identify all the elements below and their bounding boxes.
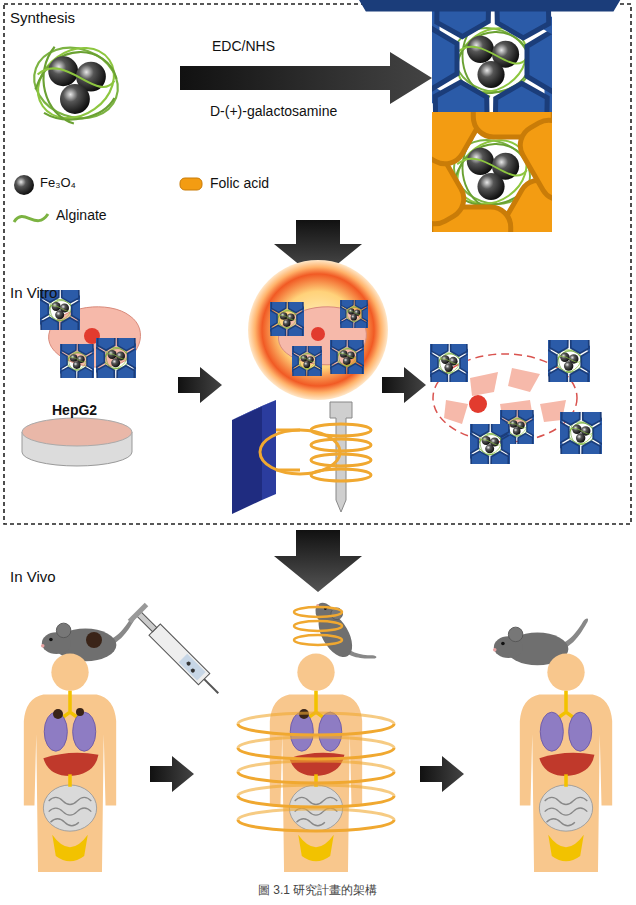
legend-text: Folic acid: [210, 175, 269, 191]
section-label: In Vitro: [10, 284, 57, 301]
section-label: In Vivo: [10, 568, 56, 585]
figure-caption: 圖 3.1 研究計畫的架構: [258, 884, 377, 898]
legend-text: Fe₃O₄: [40, 176, 76, 191]
section-label: EDC/NHS: [212, 38, 275, 54]
legend-text: Alginate: [56, 207, 107, 223]
section-label: Synthesis: [10, 9, 75, 26]
legend-text: D-(+)-galactosamine: [210, 103, 337, 119]
section-label: HepG2: [52, 402, 97, 418]
